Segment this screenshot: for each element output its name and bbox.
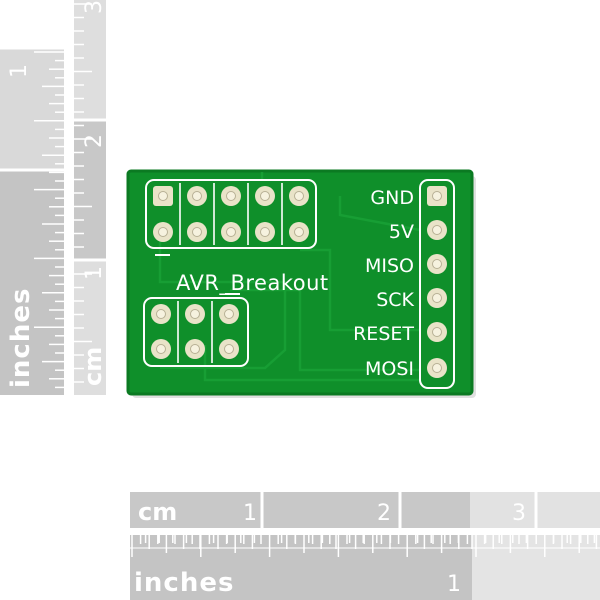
pad-hole [156, 344, 166, 354]
board-pads [151, 186, 447, 378]
pin-label-gnd: GND [370, 187, 414, 209]
vertical-cm-number-1: 1 [82, 266, 107, 280]
vertical-inch-number-1: 1 [7, 64, 32, 78]
horizontal-cm-label: cm [138, 498, 177, 526]
horizontal-inches-label: inches [134, 568, 234, 598]
h-inch-strip-dark [130, 535, 472, 600]
horizontal-ruler-ticks [130, 535, 600, 557]
pad-hole [158, 227, 168, 237]
board-edge [126, 169, 474, 396]
pad-hole [432, 191, 442, 201]
pin-label-sck: SCK [376, 289, 414, 311]
inch-strip-light [0, 48, 64, 170]
pad-hole [432, 225, 442, 235]
pin-label-miso: MISO [365, 255, 414, 277]
header-2x3-outline [143, 297, 249, 367]
header-2x5-outline [145, 179, 317, 249]
vertical-cm-number-3: 3 [82, 0, 107, 14]
board-traces [158, 172, 421, 382]
pin-label-mosi: MOSI [365, 358, 414, 380]
board-title: AVR_Breakout [176, 271, 329, 296]
horizontal-ruler: cm 1 2 3 inches 1 [130, 492, 600, 600]
pad-hole [192, 191, 202, 201]
pad-hole [190, 309, 200, 319]
cm-strip-dark [74, 120, 106, 260]
header-2x3-dividers [177, 301, 213, 363]
pad-hole [432, 363, 442, 373]
pcb-board: AVR_Breakout GND 5V MISO SCK RESET MOSI [126, 169, 476, 398]
pad-hole [432, 293, 442, 303]
pad-hole [190, 344, 200, 354]
pad-hole [224, 344, 234, 354]
pin-label-reset: RESET [353, 323, 414, 345]
h-inch-strip-light [472, 535, 600, 600]
horizontal-cm-number-2: 2 [377, 501, 391, 526]
pad-hole [432, 259, 442, 269]
horizontal-cm-number-1: 1 [243, 501, 257, 526]
vertical-inches-label: inches [6, 288, 36, 388]
header-1x6-outline [419, 179, 455, 389]
pad-hole [158, 191, 168, 201]
horizontal-cm-number-3: 3 [512, 501, 526, 526]
pad-hole [260, 191, 270, 201]
pin-label-5v: 5V [389, 221, 414, 243]
pad-hole [224, 309, 234, 319]
header-2x5-dividers [179, 183, 283, 245]
cm-strip-light-top [74, 0, 106, 120]
vertical-cm-label: cm [79, 347, 107, 386]
pad-hole [294, 227, 304, 237]
h-cm-strip-dark [130, 492, 470, 528]
horizontal-inch-number-1: 1 [447, 572, 461, 597]
pad-hole [226, 227, 236, 237]
pad-hole [226, 191, 236, 201]
pad-hole [432, 327, 442, 337]
pad-hole [192, 227, 202, 237]
vertical-cm-number-2: 2 [82, 134, 107, 148]
pad-hole [260, 227, 270, 237]
vertical-ruler: inches 1 cm 3 2 1 [0, 0, 107, 395]
pad-hole [156, 309, 166, 319]
vertical-ruler-ticks [34, 3, 92, 389]
pad-hole [294, 191, 304, 201]
